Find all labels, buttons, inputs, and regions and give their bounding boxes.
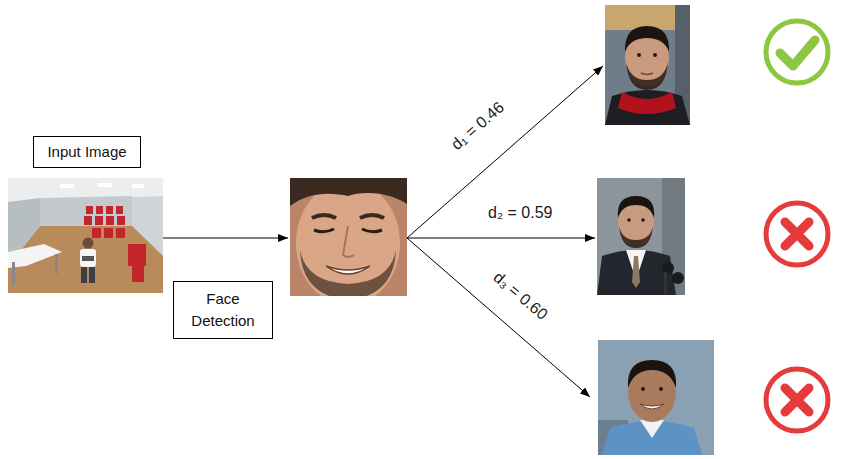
distance-label: d₃ = 0.60 <box>489 268 551 325</box>
arrow <box>407 238 595 239</box>
arrow <box>407 66 603 238</box>
input-photo <box>8 178 163 293</box>
distance-label: d₂ = 0.59 <box>488 203 552 223</box>
distance-label: d₁ = 0.46 <box>447 98 508 155</box>
label-box: Face Detection <box>173 281 273 339</box>
label-box: Input Image <box>33 136 141 168</box>
arrow <box>407 238 590 397</box>
detected-face <box>290 178 407 296</box>
box-label: Input Image <box>46 141 128 163</box>
arrows <box>163 66 603 397</box>
box-label: Face Detection <box>191 288 254 332</box>
candidate-photo <box>605 5 690 125</box>
candidate-photo <box>597 178 685 295</box>
cross-icon <box>766 369 828 431</box>
check-icon <box>766 21 828 83</box>
arrow <box>163 238 288 239</box>
cross-icon <box>766 203 828 265</box>
candidate-photo <box>598 340 714 455</box>
